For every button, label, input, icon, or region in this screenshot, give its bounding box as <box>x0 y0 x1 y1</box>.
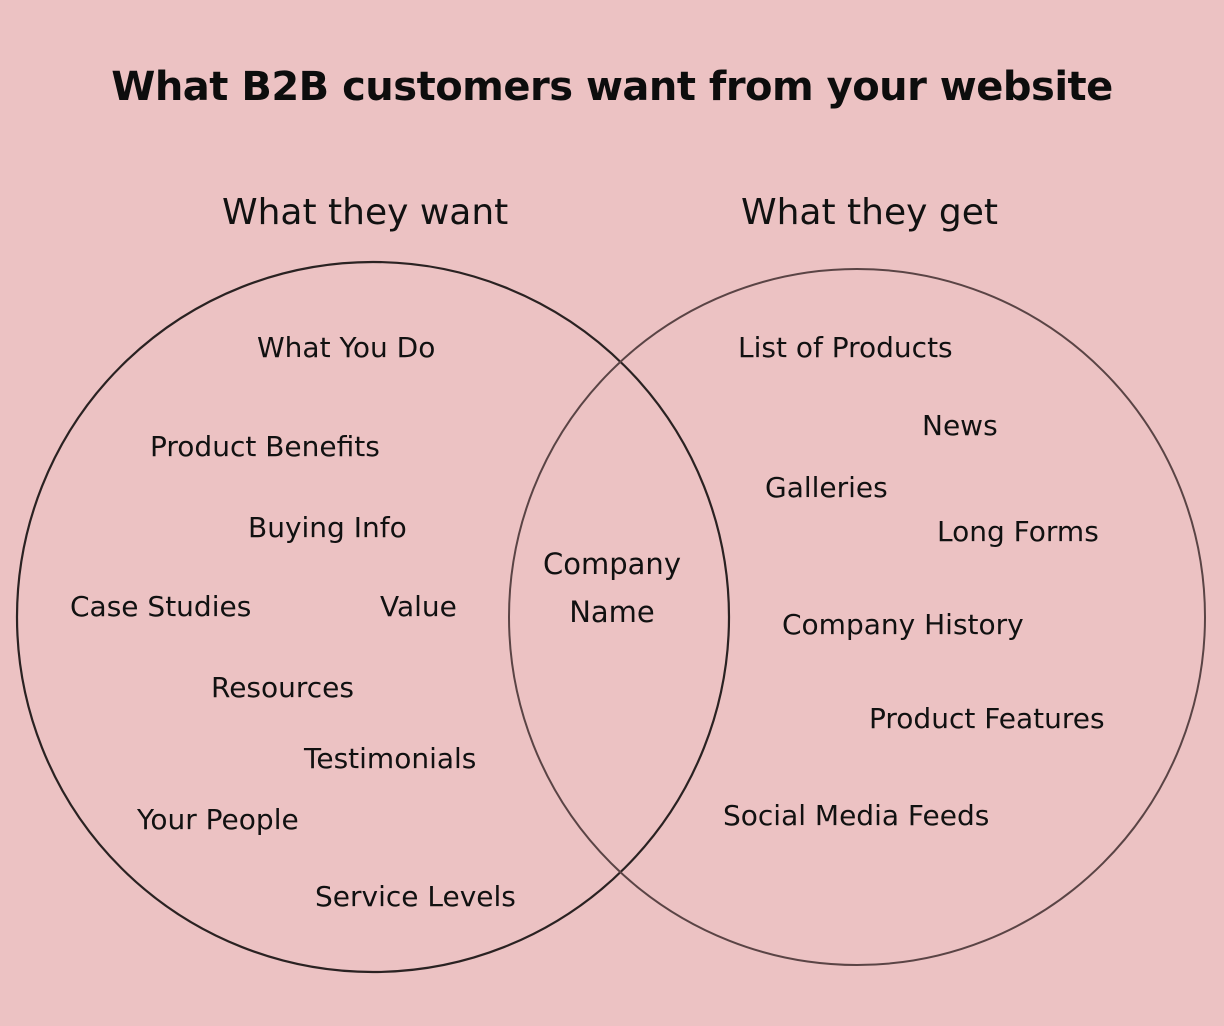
overlap-label-line2: Name <box>569 595 655 629</box>
diagram-title: What B2B customers want from your websit… <box>111 64 1113 110</box>
overlap-label: Company Name <box>512 540 712 636</box>
left-item-value: Value <box>380 590 457 623</box>
right-item-social-media-feeds: Social Media Feeds <box>723 799 990 832</box>
left-item-buying-info: Buying Info <box>248 511 407 544</box>
left-item-service-levels: Service Levels <box>315 880 516 913</box>
left-circle <box>15 260 731 974</box>
left-item-case-studies: Case Studies <box>70 590 252 623</box>
right-circle <box>508 268 1206 966</box>
right-item-news: News <box>922 409 998 442</box>
left-item-resources: Resources <box>211 671 354 704</box>
overlap-label-line1: Company <box>543 547 681 581</box>
left-heading: What they want <box>222 192 509 233</box>
right-item-product-features: Product Features <box>869 702 1105 735</box>
right-item-long-forms: Long Forms <box>937 515 1099 548</box>
left-item-product-benefits: Product Benefits <box>150 430 380 463</box>
right-item-list-of-products: List of Products <box>738 331 953 364</box>
right-item-galleries: Galleries <box>765 471 888 504</box>
left-item-your-people: Your People <box>137 803 299 836</box>
left-item-what-you-do: What You Do <box>257 331 436 364</box>
left-item-testimonials: Testimonials <box>304 742 477 775</box>
right-heading: What they get <box>741 192 998 233</box>
right-item-company-history: Company History <box>782 608 1024 641</box>
